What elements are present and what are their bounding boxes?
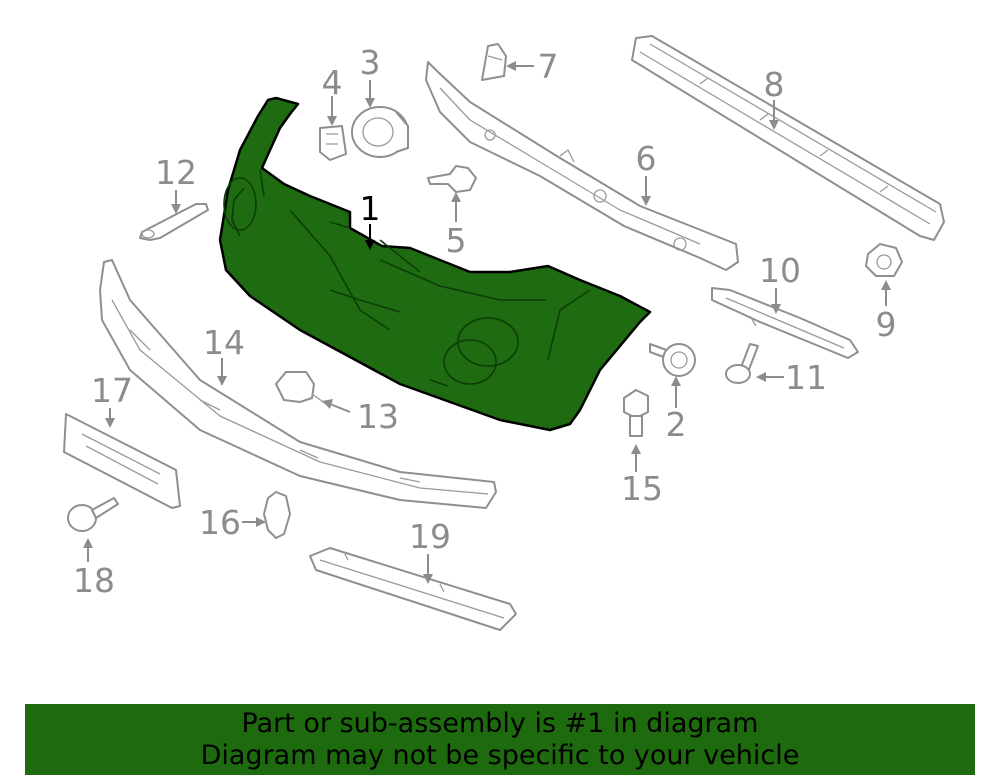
- callout-1: 1: [360, 189, 381, 228]
- part-16-clip[interactable]: [263, 491, 291, 539]
- part-12-tow-hook[interactable]: [139, 203, 209, 241]
- callout-8: 8: [764, 65, 785, 104]
- part-5-clip[interactable]: [427, 165, 477, 193]
- part-13-sensor[interactable]: [275, 371, 327, 405]
- parts-diagram: 1 2 3 4 5 6 7 8 9 10 11 12 13 14 15 16 1…: [63, 35, 945, 631]
- callout-11: 11: [785, 358, 827, 397]
- part-9-nut[interactable]: [865, 243, 903, 277]
- callout-19: 19: [409, 517, 451, 556]
- part-19-lower-trim[interactable]: [309, 547, 517, 631]
- part-14-lower-absorber[interactable]: [99, 259, 497, 509]
- callout-3: 3: [360, 43, 381, 82]
- part-1-bumper-cover[interactable]: [218, 96, 652, 432]
- callout-13: 13: [357, 397, 399, 436]
- part-17-license-bracket[interactable]: [63, 413, 181, 509]
- part-7-clip[interactable]: [481, 43, 507, 81]
- callout-7: 7: [538, 47, 559, 86]
- part-4-retainer[interactable]: [319, 125, 347, 161]
- callout-15: 15: [621, 469, 663, 508]
- callout-labels: 1 2 3 4 5 6 7 8 9 10 11 12 13 14 15 16 1…: [73, 43, 897, 600]
- part-11-bolt[interactable]: [725, 343, 759, 384]
- part-6-bracket[interactable]: [425, 61, 739, 271]
- callout-6: 6: [636, 139, 657, 178]
- part-15-bolt[interactable]: [623, 389, 649, 437]
- callout-14: 14: [203, 323, 245, 362]
- part-18-screw[interactable]: [67, 497, 119, 532]
- banner-line-1: Part or sub-assembly is #1 in diagram: [241, 707, 759, 739]
- callout-5: 5: [446, 221, 467, 260]
- part-10-side-bracket[interactable]: [711, 287, 859, 359]
- callout-10: 10: [759, 251, 801, 290]
- callout-17: 17: [91, 371, 133, 410]
- callout-9: 9: [876, 305, 897, 344]
- part-3-sensor-holder[interactable]: [351, 106, 409, 158]
- callout-2: 2: [666, 405, 687, 444]
- callout-12: 12: [155, 153, 197, 192]
- banner-line-2: Diagram may not be specific to your vehi…: [200, 739, 800, 771]
- part-8-reinforcement[interactable]: [631, 35, 945, 241]
- callout-16: 16: [199, 503, 241, 542]
- info-banner: Part or sub-assembly is #1 in diagram Di…: [25, 704, 975, 775]
- callout-4: 4: [322, 63, 343, 102]
- callout-arrows: [83, 61, 891, 584]
- part-2-bolt[interactable]: [649, 343, 696, 377]
- callout-18: 18: [73, 561, 115, 600]
